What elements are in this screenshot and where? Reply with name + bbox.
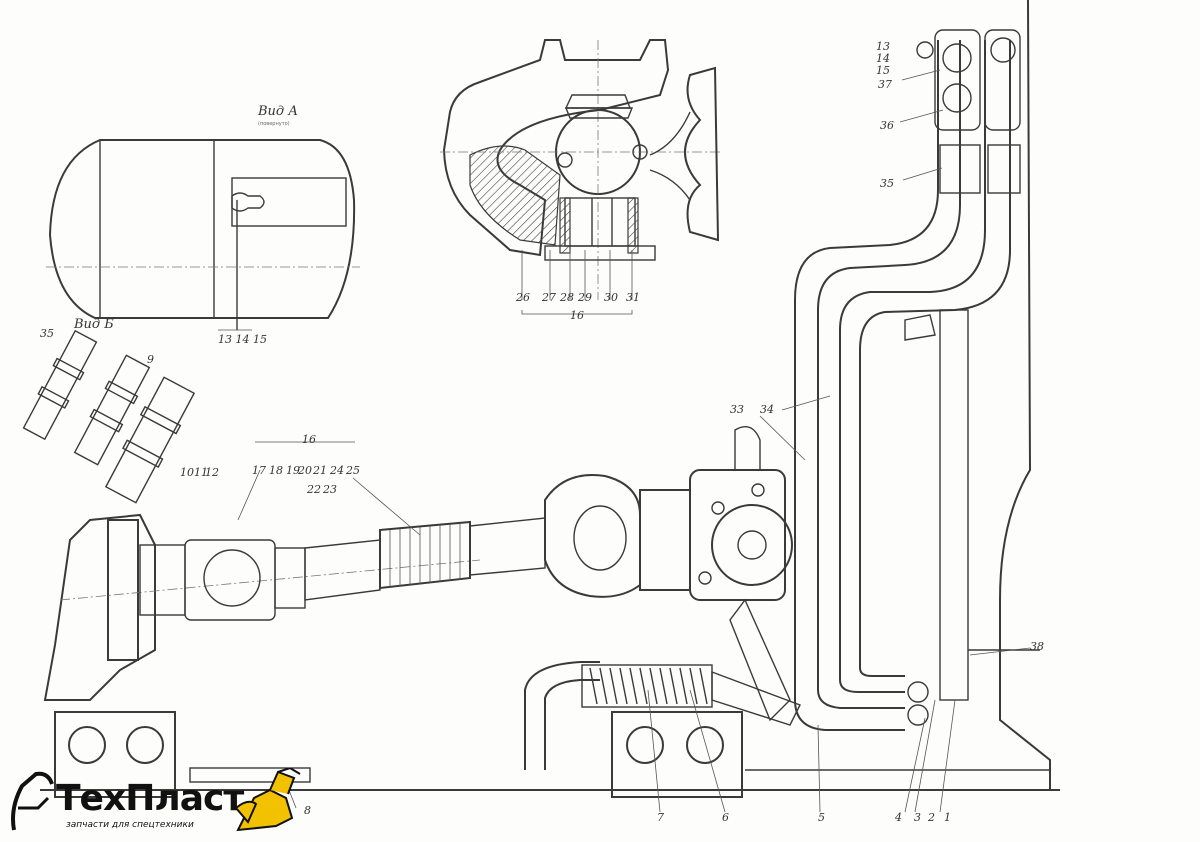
callout-38: 38 <box>1030 640 1044 653</box>
callout-28: 28 <box>560 291 574 304</box>
callout-8: 8 <box>304 804 311 817</box>
callout-14: 14 <box>876 52 890 65</box>
view-a-drawing <box>46 139 360 331</box>
callout-13: 13 <box>876 40 890 53</box>
callout-17: 17 <box>252 464 266 477</box>
callout-18: 18 <box>269 464 283 477</box>
exhaust-pipes <box>794 0 1051 790</box>
callout-19: 19 <box>286 464 300 477</box>
callout-35-pipe: 35 <box>880 177 894 190</box>
drive-shaft-assembly <box>43 426 793 722</box>
callout-34: 34 <box>760 403 774 416</box>
callout-16-shaft: 16 <box>302 433 316 446</box>
view-a-subtitle: (повернуто) <box>258 121 290 127</box>
callout-6: 6 <box>722 811 729 824</box>
logo-tagline: запчасти для спецтехники <box>66 820 194 830</box>
callout-22: 22 <box>307 483 321 496</box>
callout-25: 25 <box>346 464 360 477</box>
callout-33: 33 <box>730 403 744 416</box>
callout-15: 15 <box>876 64 890 77</box>
view-a-callout: 13 14 15 <box>218 333 267 346</box>
cardan-joint-section <box>440 39 720 315</box>
view-b-drawing <box>22 329 196 504</box>
callout-16-section: 16 <box>570 309 584 322</box>
callout-7: 7 <box>657 811 664 824</box>
leader-lines <box>237 69 1031 813</box>
callout-21: 21 <box>313 464 327 477</box>
callout-5: 5 <box>818 811 825 824</box>
callout-3: 3 <box>914 811 921 824</box>
frame-and-spring <box>40 661 1060 798</box>
view-a-title: Вид А <box>258 104 299 119</box>
logo-wordmark: ТехПласт <box>56 778 244 819</box>
callout-23: 23 <box>323 483 337 496</box>
callout-30: 30 <box>604 291 618 304</box>
callout-12: 12 <box>205 466 219 479</box>
callout-4: 4 <box>895 811 902 824</box>
callout-35-view-b: 35 <box>40 327 54 340</box>
callout-2: 2 <box>928 811 935 824</box>
callout-26: 26 <box>516 291 530 304</box>
callout-31: 31 <box>626 291 640 304</box>
excavator-icon <box>11 766 301 832</box>
callout-36: 36 <box>880 119 894 132</box>
callout-11: 11 <box>194 466 208 479</box>
callout-10: 10 <box>180 466 194 479</box>
callout-1: 1 <box>944 811 951 824</box>
techplast-logo: ТехПласт запчасти для спецтехники <box>8 766 308 838</box>
callout-37: 37 <box>878 78 892 91</box>
callout-27: 27 <box>542 291 556 304</box>
callout-9: 9 <box>147 353 154 366</box>
view-b-title: Вид Б <box>74 317 114 332</box>
callout-24: 24 <box>330 464 344 477</box>
callout-29: 29 <box>578 291 592 304</box>
callout-20: 20 <box>298 464 312 477</box>
